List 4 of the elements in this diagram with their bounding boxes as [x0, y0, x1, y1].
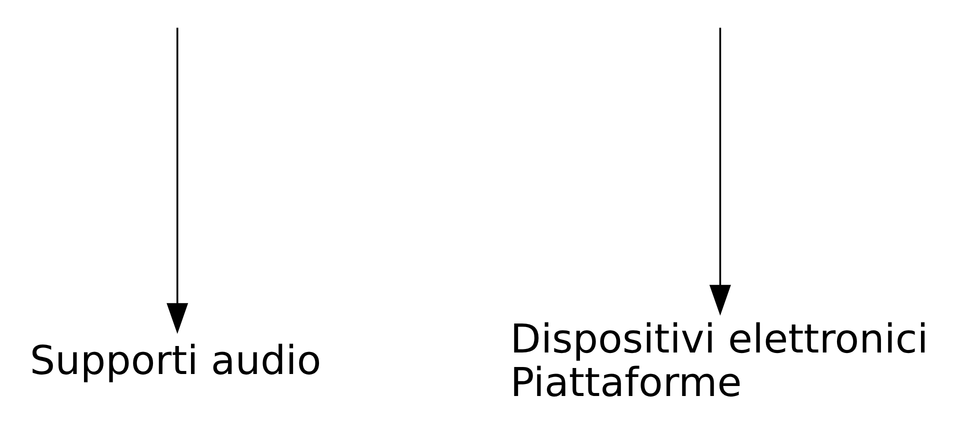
- arrow: [166, 28, 188, 334]
- node-text: Dispositivi elettronici Piattaforme: [510, 316, 928, 406]
- node-text: Supporti audio: [30, 338, 322, 384]
- arrow: [709, 28, 731, 316]
